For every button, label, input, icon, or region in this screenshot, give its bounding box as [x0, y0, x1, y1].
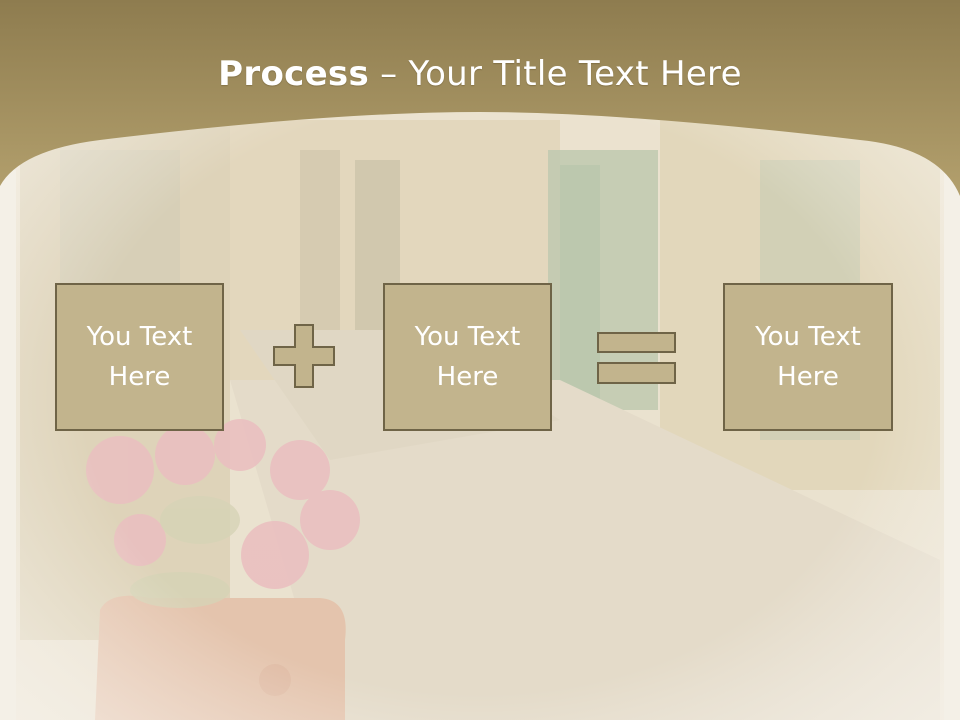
header-band	[0, 0, 960, 196]
plus-icon	[273, 324, 335, 388]
slide-title: Process – Your Title Text Here	[0, 54, 960, 94]
title-rest: – Your Title Text Here	[369, 54, 742, 94]
process-box-3: You Text Here	[723, 283, 893, 431]
process-box-1: You Text Here	[55, 283, 224, 431]
title-strong: Process	[218, 54, 370, 94]
process-box-2: You Text Here	[383, 283, 552, 431]
equals-icon	[597, 332, 676, 384]
